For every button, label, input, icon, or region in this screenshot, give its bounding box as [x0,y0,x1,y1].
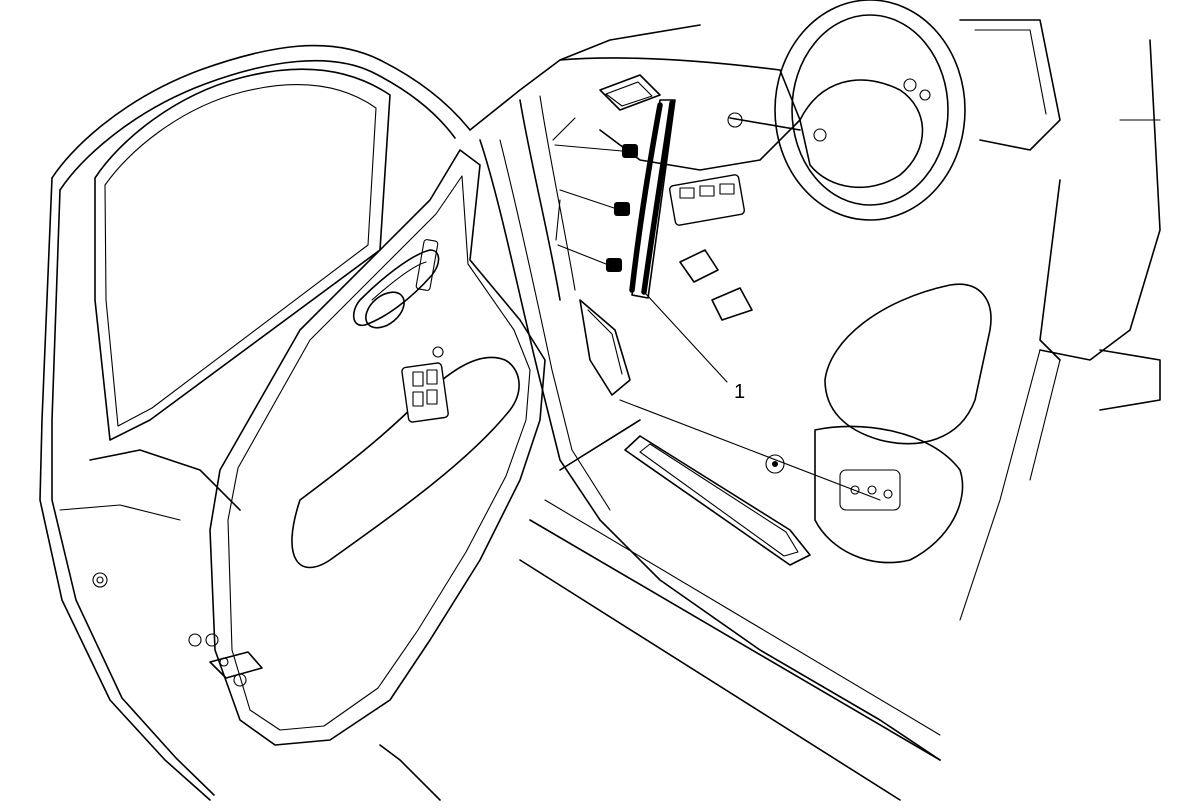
callout-label: 1 [734,381,745,403]
front-door [39,44,546,801]
dashboard [559,0,1061,226]
clip-icon [606,144,638,272]
right-pillar [959,39,1161,621]
callout-1: 1 [645,293,745,403]
driver-seat [814,283,992,564]
highlighted-trim-panel [552,99,676,299]
callout-leader-line [645,293,728,383]
pedals [679,249,753,321]
